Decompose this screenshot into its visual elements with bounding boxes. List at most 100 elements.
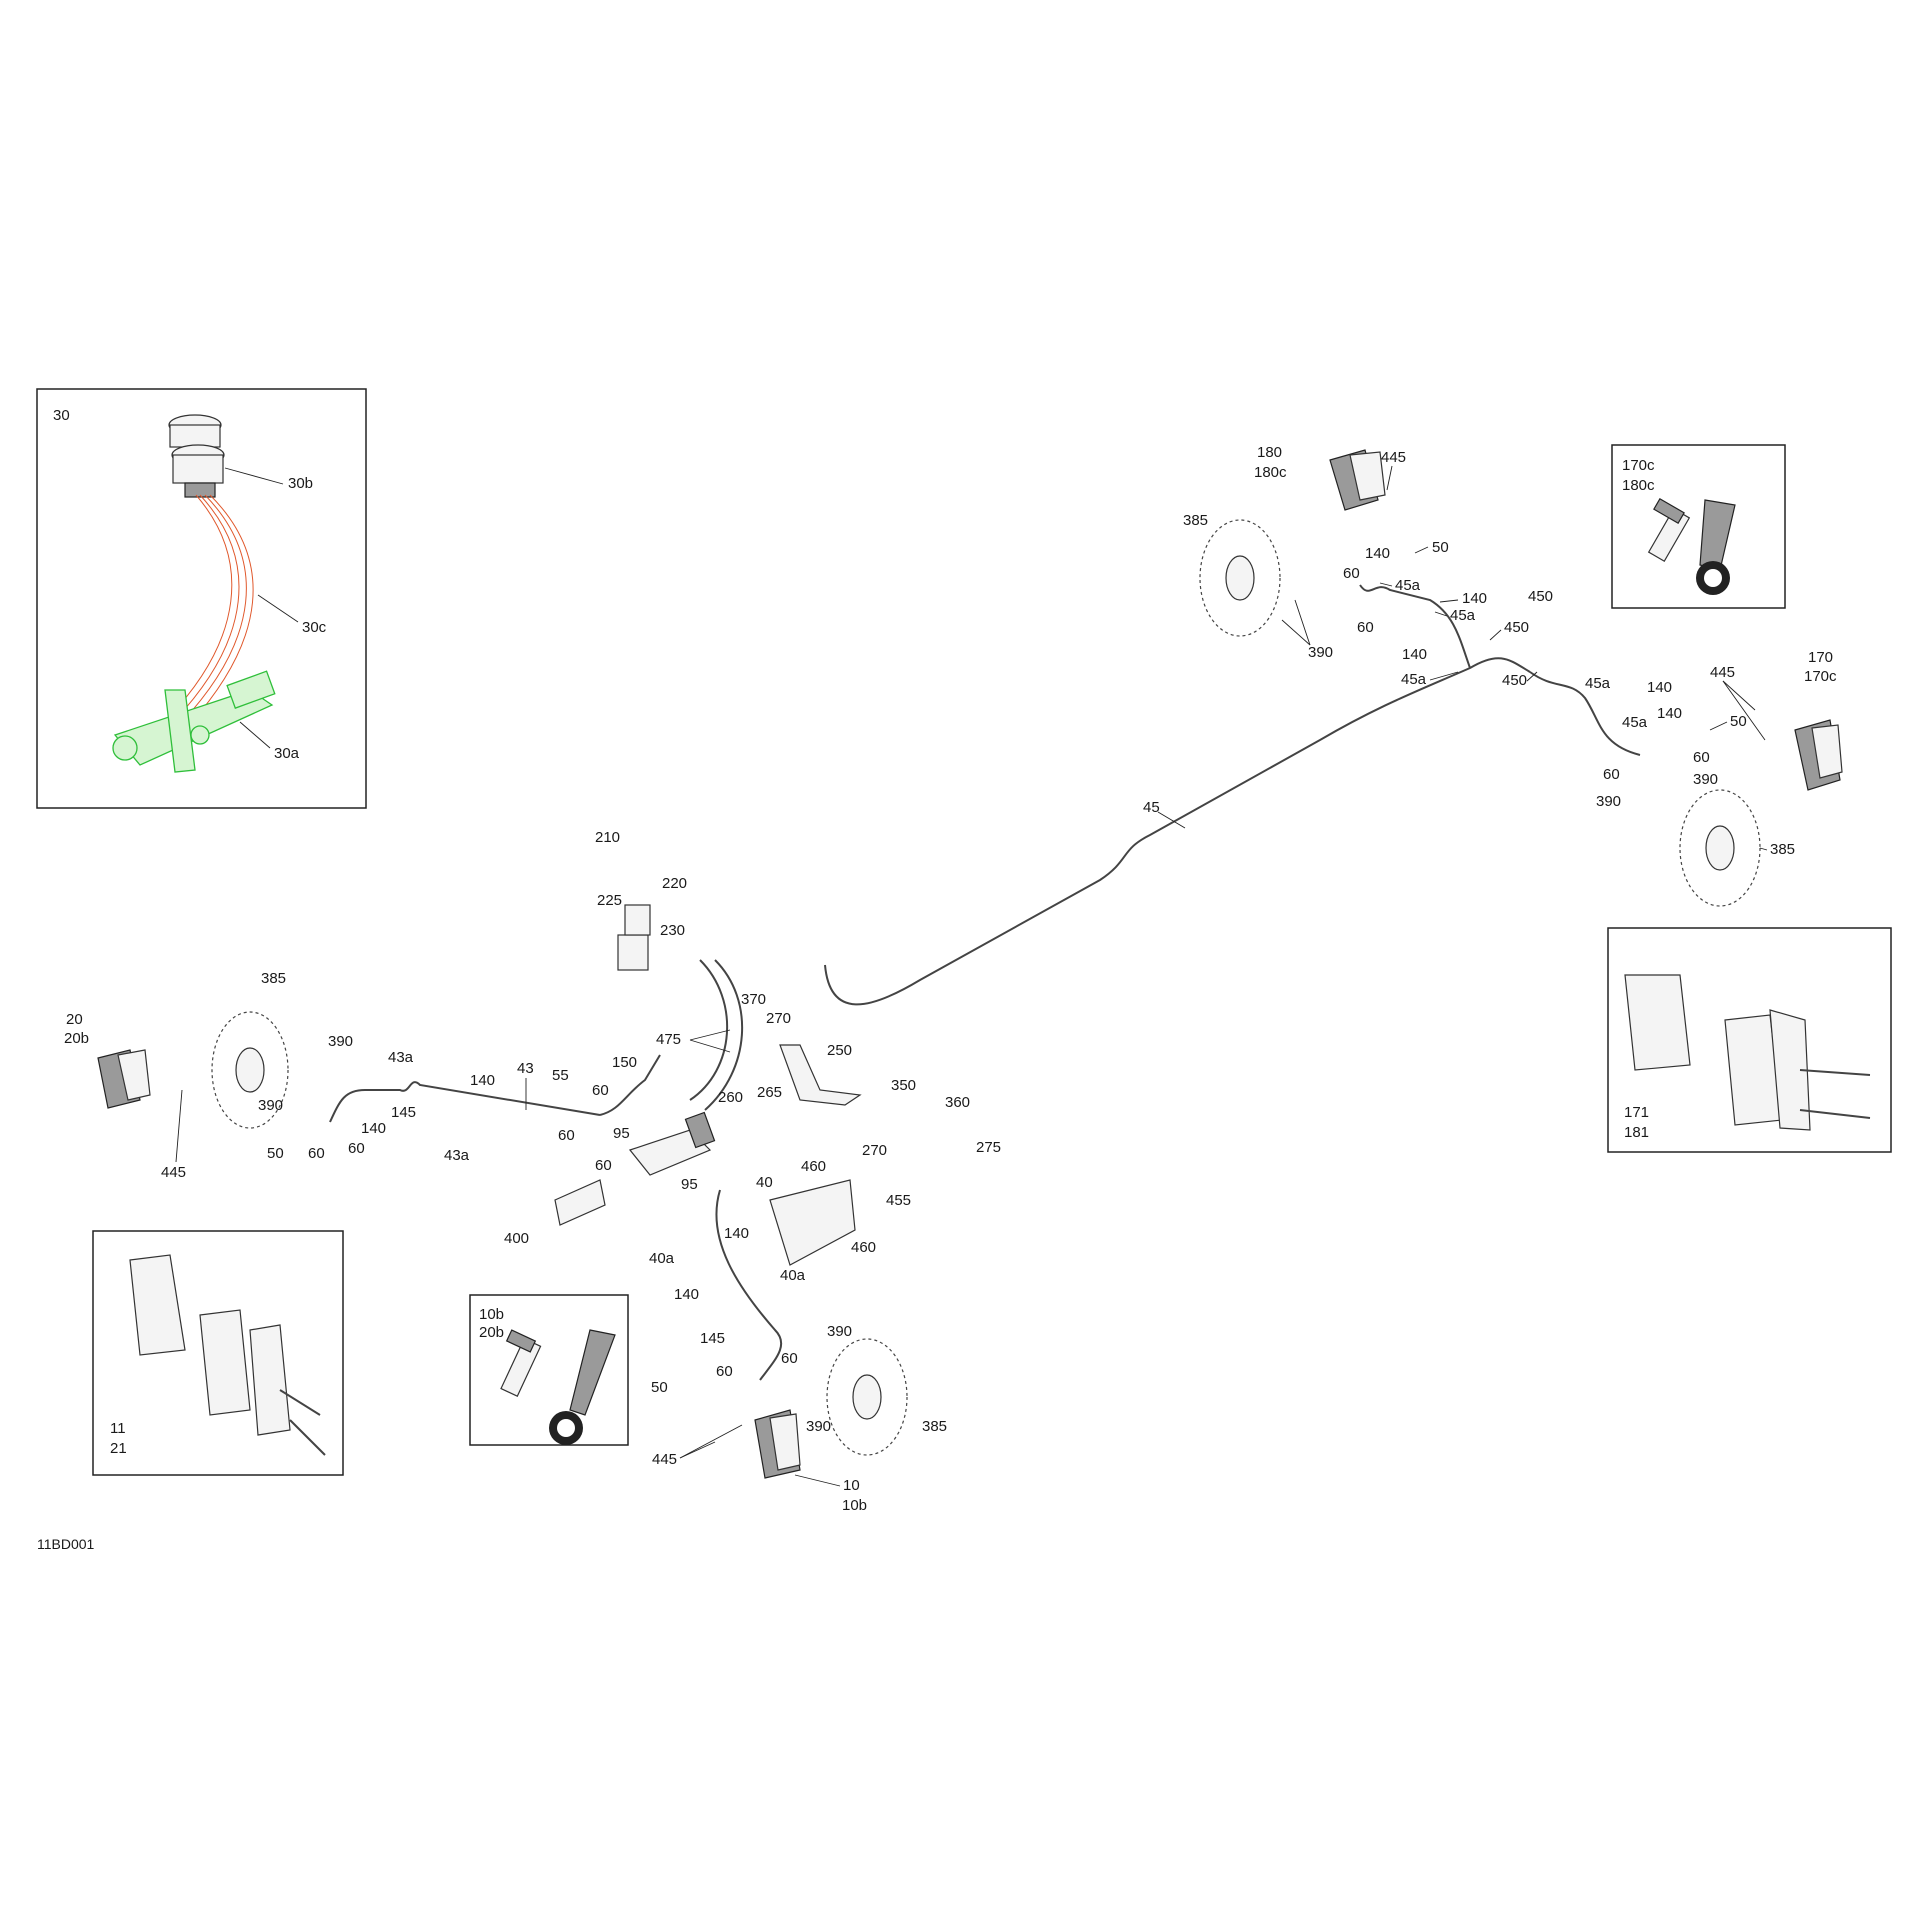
callout-label: 60 [558, 1127, 575, 1144]
callout-label: 390 [1693, 771, 1718, 788]
callout-label: 350 [891, 1077, 916, 1094]
rear-line-40 [715, 1189, 783, 1381]
cover-455 [769, 1179, 856, 1266]
callout-label: 21 [110, 1440, 127, 1457]
brake-disc-rear-left [826, 1338, 908, 1456]
inset-bleeder-screw-left: 10b 20b [469, 1294, 629, 1446]
callout-label: 270 [766, 1010, 791, 1027]
callout-label: 145 [391, 1104, 416, 1121]
callout-label: 450 [1504, 619, 1529, 636]
callout-label: 450 [1502, 672, 1527, 689]
callout-label: 45a [1622, 714, 1648, 731]
callout-label: 360 [945, 1094, 970, 1111]
callout-label: 390 [1308, 644, 1333, 661]
callout-label: 10b [842, 1497, 867, 1514]
callout-label: 60 [781, 1350, 798, 1367]
callout-label: 170 [1808, 649, 1833, 666]
callout-label: 95 [613, 1125, 630, 1142]
callout-label: 180c [1622, 477, 1655, 494]
callout-label: 250 [827, 1042, 852, 1059]
callout-label: 30c [302, 619, 327, 636]
callout-label: 60 [1693, 749, 1710, 766]
callout-label: 400 [504, 1230, 529, 1247]
callout-label: 50 [267, 1145, 284, 1162]
caliper-front-left [97, 1049, 151, 1109]
callout-label: 20b [479, 1324, 504, 1341]
bleeder-screw-icon [1647, 497, 1691, 562]
callout-label: 210 [595, 829, 620, 846]
callout-label: 460 [801, 1158, 826, 1175]
callout-label: 390 [827, 1323, 852, 1340]
brake-disc-front-left [211, 1011, 289, 1129]
brake-pad-illustration [1624, 974, 1871, 1131]
main-brake-line [824, 584, 1641, 1006]
brake-disc-rear-right [1679, 789, 1761, 907]
callout-label: 140 [674, 1286, 699, 1303]
brake-pad-illustration [129, 1254, 326, 1456]
callout-label: 11 [110, 1420, 126, 1437]
callout-label: 50 [1432, 539, 1449, 556]
callout-label: 270 [862, 1142, 887, 1159]
callout-label: 171 [1624, 1104, 1649, 1121]
bleeder-cap-icon [549, 1329, 616, 1445]
callout-label: 150 [612, 1054, 637, 1071]
callout-label: 385 [1770, 841, 1795, 858]
callout-label: 181 [1624, 1124, 1649, 1141]
callout-label: 220 [662, 875, 687, 892]
callout-label: 140 [1365, 545, 1390, 562]
reservoir-225 [617, 904, 651, 971]
callout-label: 170c [1622, 457, 1655, 474]
callout-label: 260 [718, 1089, 743, 1106]
callout-label: 45a [1395, 577, 1421, 594]
callout-label: 140 [361, 1120, 386, 1137]
callout-label: 180 [1257, 444, 1282, 461]
callout-label: 20b [64, 1030, 89, 1047]
callout-label: 145 [700, 1330, 725, 1347]
callout-label: 30a [274, 745, 300, 762]
callout-label: 385 [261, 970, 286, 987]
callout-label: 455 [886, 1192, 911, 1209]
callout-label: 40a [780, 1267, 806, 1284]
hose-475 [689, 959, 744, 1111]
callout-label: 445 [1381, 449, 1406, 466]
callout-label: 40a [649, 1250, 675, 1267]
callout-label: 45 [1143, 799, 1160, 816]
callout-label: 10b [479, 1306, 504, 1323]
callout-label: 475 [656, 1031, 681, 1048]
callout-label: 390 [1596, 793, 1621, 810]
callout-label: 60 [1357, 619, 1374, 636]
callout-label: 55 [552, 1067, 569, 1084]
callout-label: 60 [595, 1157, 612, 1174]
callout-label: 50 [1730, 713, 1747, 730]
callout-label: 450 [1528, 588, 1553, 605]
bracket-400 [554, 1179, 606, 1226]
callout-label: 60 [592, 1082, 609, 1099]
callout-label: 445 [161, 1164, 186, 1181]
callout-label: 43 [517, 1060, 534, 1077]
callout-label: 140 [1657, 705, 1682, 722]
callout-label: 390 [328, 1033, 353, 1050]
callout-label: 60 [348, 1140, 365, 1157]
callout-label: 20 [66, 1011, 83, 1028]
callout-label: 445 [1710, 664, 1735, 681]
callout-label: 43a [388, 1049, 414, 1066]
callout-label: 140 [1462, 590, 1487, 607]
callout-label: 50 [651, 1379, 668, 1396]
inset-bleeder-screw-right: 170c 180c [1611, 444, 1786, 609]
callout-label: 40 [756, 1174, 773, 1191]
callout-label: 385 [1183, 512, 1208, 529]
inset-brake-pads-right: 171 181 [1607, 927, 1892, 1153]
master-cylinder-assembly [628, 1111, 716, 1176]
callout-label: 95 [681, 1176, 698, 1193]
diagram-code: 11BD001 [37, 1536, 95, 1552]
callout-label: 60 [308, 1145, 325, 1162]
callout-label: 140 [470, 1072, 495, 1089]
callout-label: 275 [976, 1139, 1001, 1156]
callout-label: 225 [597, 892, 622, 909]
callout-label: 45a [1401, 671, 1427, 688]
callout-label: 45a [1450, 607, 1476, 624]
bleeder-cap-icon [1696, 499, 1736, 595]
callout-label: 30b [288, 475, 313, 492]
callout-label: 30 [53, 407, 70, 424]
